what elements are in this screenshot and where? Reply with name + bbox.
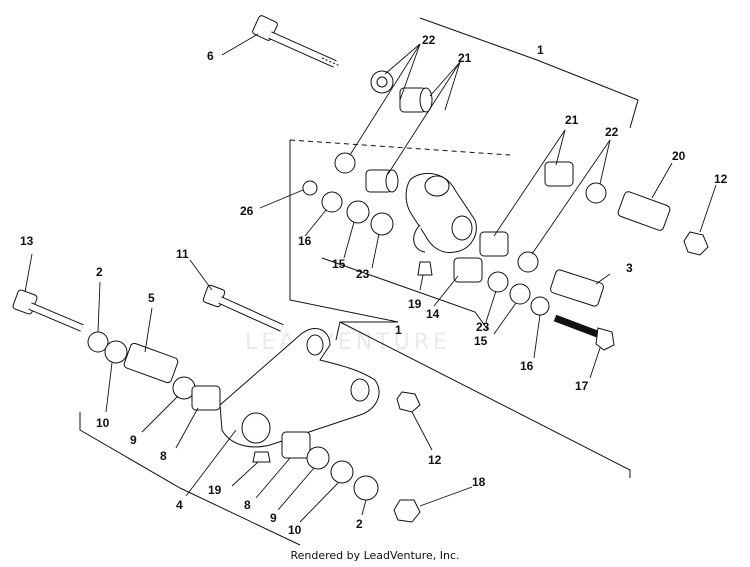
- bracket-assembly-1-top: [419, 17, 639, 129]
- callout-11: 11: [176, 247, 189, 261]
- callout-1-top: 1: [537, 43, 544, 57]
- cap-26: [302, 180, 318, 196]
- spacer-3: [550, 269, 604, 307]
- grease-fitting-19-lower: [252, 451, 271, 463]
- callout-16-left: 16: [298, 234, 312, 248]
- callout-16-right: 16: [520, 359, 534, 373]
- spacer-20: [617, 191, 671, 231]
- bearing-22-mid-left: [334, 152, 356, 174]
- bushing-8-lower: [281, 431, 311, 459]
- callout-9-lower: 9: [270, 511, 277, 525]
- seal-9-lower: [306, 446, 330, 470]
- callout-10-left: 10: [96, 416, 110, 430]
- nut-12-lower: [396, 391, 421, 413]
- callout-9-left: 9: [130, 433, 137, 447]
- bracket-assembly-1-mid: [289, 140, 399, 341]
- callout-8-lower: 8: [244, 498, 251, 512]
- callout-5: 5: [148, 291, 155, 305]
- callout-21-top: 21: [458, 51, 472, 65]
- grease-fitting-19-upper: [417, 261, 433, 276]
- callout-23-right: 23: [476, 320, 490, 334]
- callout-21-mid: 21: [565, 113, 579, 127]
- callout-12-right: 12: [714, 172, 728, 186]
- bushing-21-lower: [479, 231, 509, 257]
- bracket-assembly-lower: [339, 321, 631, 478]
- callout-22-mid: 22: [605, 125, 619, 139]
- bolt-17: [553, 314, 615, 351]
- bolt-6: [252, 15, 341, 68]
- callout-2-left: 2: [96, 265, 103, 279]
- bushing-8-left: [191, 385, 221, 411]
- bearing-10-left: [104, 340, 128, 364]
- nut-12-right: [683, 231, 709, 256]
- bracket-group-15: [321, 257, 489, 331]
- callout-19-upper: 19: [408, 297, 422, 311]
- ring-23-right: [487, 271, 509, 293]
- callout-15-left: 15: [332, 257, 346, 271]
- callout-17: 17: [575, 379, 589, 393]
- callout-18: 18: [472, 475, 486, 489]
- washer-2-lower: [353, 475, 379, 501]
- callout-2-lower: 2: [356, 517, 363, 531]
- bearing-22-lower: [517, 251, 539, 273]
- callout-3: 3: [626, 261, 633, 275]
- callout-12-lower: 12: [428, 453, 442, 467]
- seal-15-left: [346, 200, 370, 224]
- callout-19-lower: 19: [208, 483, 222, 497]
- footer-credit: Rendered by LeadVenture, Inc.: [290, 549, 460, 562]
- nut-18: [393, 499, 421, 523]
- callout-8-left: 8: [160, 449, 167, 463]
- callout-10-lower: 10: [288, 523, 302, 537]
- dash-rod-line: [289, 139, 511, 156]
- bolt-13: [12, 289, 84, 332]
- bearing-10-lower: [330, 460, 354, 484]
- callout-26: 26: [240, 204, 254, 218]
- bushing-21-right: [544, 161, 574, 187]
- seal-15-right: [509, 283, 531, 305]
- callout-4: 4: [176, 498, 183, 512]
- washer-16-left: [321, 191, 343, 213]
- callout-22-top: 22: [422, 33, 436, 47]
- callout-23-left: 23: [356, 267, 370, 281]
- washer-16-right: [530, 296, 550, 316]
- bolt-11: [202, 284, 284, 332]
- callout-15-right: 15: [474, 334, 488, 348]
- watermark: LEADVENTURE: [245, 330, 451, 355]
- callout-6: 6: [207, 49, 214, 63]
- callout-20: 20: [672, 149, 686, 163]
- callout-1-mid: 1: [395, 323, 402, 337]
- bracket-assembly-4: [79, 412, 301, 546]
- ring-23-left: [370, 212, 394, 236]
- spacer-5: [123, 342, 179, 384]
- callout-13: 13: [20, 234, 34, 248]
- bushing-14: [453, 257, 483, 283]
- callout-14: 14: [426, 307, 440, 321]
- bearing-22-top: [370, 70, 394, 94]
- bearing-22-right: [585, 182, 607, 204]
